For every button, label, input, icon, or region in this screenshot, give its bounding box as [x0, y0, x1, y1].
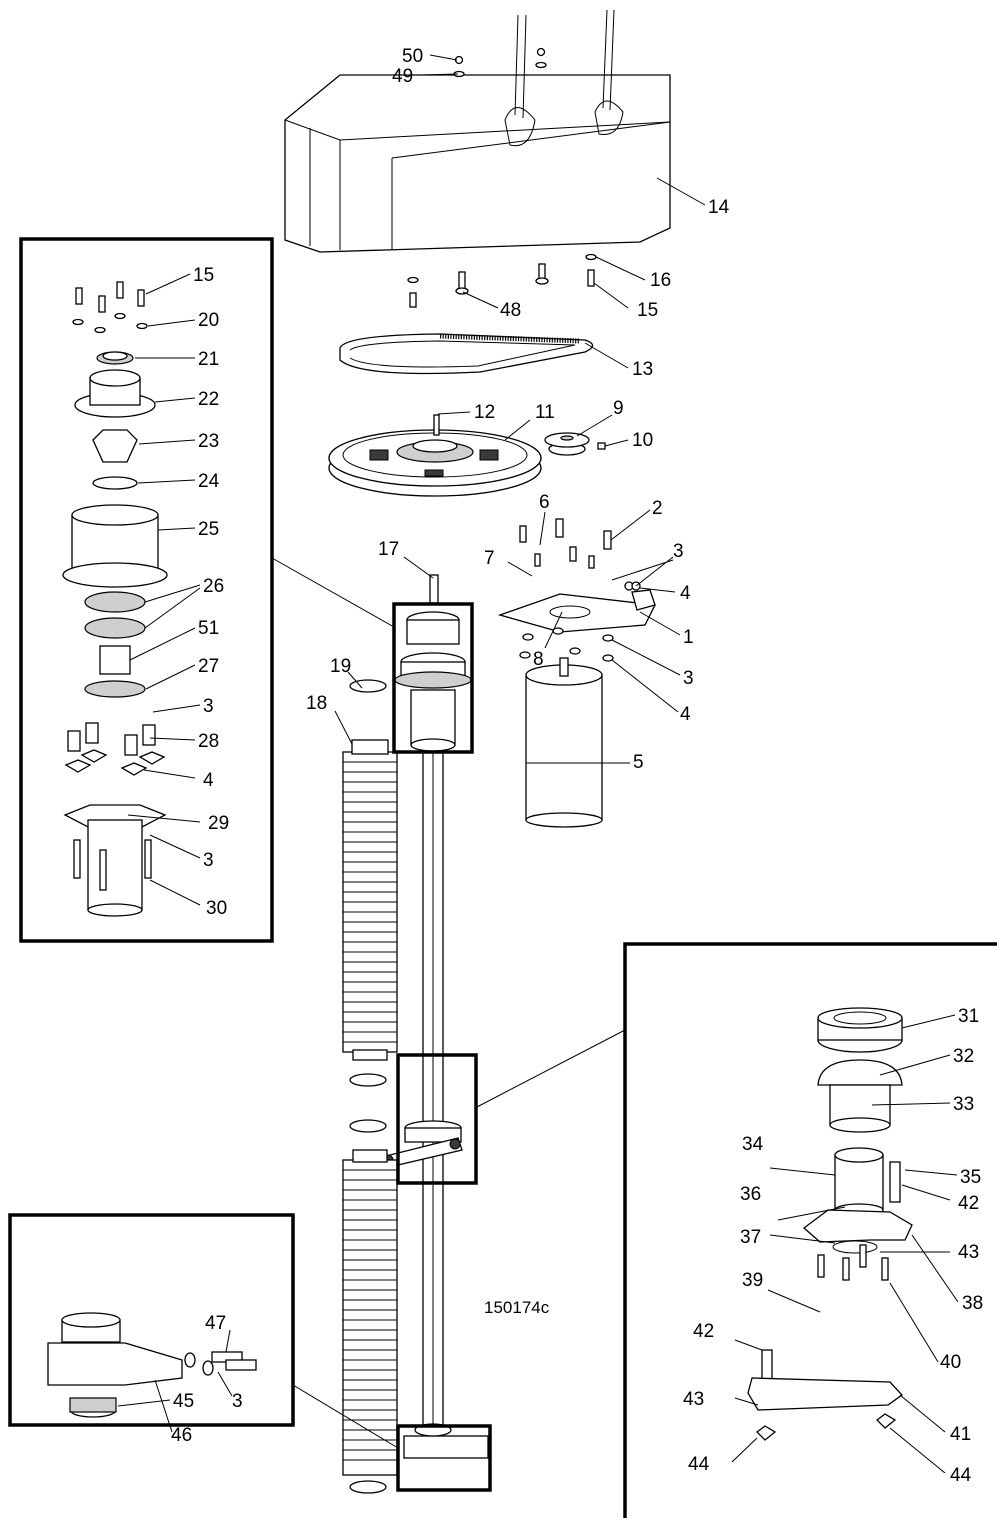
- label-40: 40: [940, 1352, 961, 1373]
- label-12: 12: [474, 402, 495, 423]
- pulley-hub-part9: [544, 432, 606, 456]
- motor: [525, 657, 603, 828]
- upper-bellows-ribs: [343, 761, 397, 1043]
- label-47: 47: [205, 1313, 226, 1334]
- label-26: 26: [203, 576, 224, 597]
- label-3b: 3: [203, 850, 214, 871]
- label-20: 20: [198, 310, 219, 331]
- label-35: 35: [960, 1167, 981, 1188]
- label-45: 45: [173, 1391, 194, 1412]
- detail-box-lower-left: [8, 1213, 295, 1427]
- label-43b: 43: [683, 1389, 704, 1410]
- label-44b: 44: [950, 1465, 972, 1486]
- detail-box-coupling: [396, 1053, 478, 1185]
- label-27: 27: [198, 656, 219, 677]
- label-42a: 42: [958, 1193, 979, 1214]
- label-51: 51: [198, 618, 219, 639]
- label-46: 46: [171, 1425, 192, 1446]
- label-41: 41: [950, 1424, 971, 1445]
- label-19: 19: [330, 656, 351, 677]
- label-31: 31: [958, 1006, 979, 1027]
- label-23: 23: [198, 431, 219, 452]
- lower-bellows-ribs: [343, 1169, 397, 1461]
- label-3e: 3: [232, 1391, 243, 1412]
- label-30: 30: [206, 898, 227, 919]
- drive-belt: [339, 333, 594, 375]
- label-4b: 4: [680, 583, 691, 604]
- label-36: 36: [740, 1184, 761, 1205]
- label-43a: 43: [958, 1242, 979, 1263]
- drawing-id: 150174c: [484, 1298, 550, 1317]
- label-32: 32: [953, 1046, 974, 1067]
- cover-assembly: [284, 9, 671, 253]
- label-39: 39: [742, 1270, 763, 1291]
- label-leaders: [117, 54, 959, 1474]
- upper-bellows: [342, 679, 398, 1133]
- detail-box-base: [396, 1424, 492, 1492]
- label-6: 6: [539, 492, 550, 513]
- pulley: [328, 414, 542, 497]
- label-3c: 3: [673, 541, 684, 562]
- label-13: 13: [632, 359, 653, 380]
- cover-screws: [407, 253, 597, 308]
- label-2: 2: [652, 498, 663, 519]
- label-9: 9: [613, 398, 624, 419]
- label-1: 1: [683, 627, 694, 648]
- label-4a: 4: [203, 770, 214, 791]
- lower-bellows: [342, 1149, 398, 1494]
- detail-leader-base: [292, 1384, 399, 1449]
- label-22: 22: [198, 389, 219, 410]
- label-44a: 44: [688, 1454, 710, 1475]
- label-14: 14: [708, 197, 730, 218]
- label-3a: 3: [203, 696, 214, 717]
- label-15b: 15: [637, 300, 658, 321]
- central-column: [376, 574, 489, 1459]
- upper-detail-parts: [62, 281, 168, 917]
- label-28: 28: [198, 731, 219, 752]
- label-33: 33: [953, 1094, 974, 1115]
- detail-leader-coupling: [474, 1029, 626, 1109]
- label-16: 16: [650, 270, 671, 291]
- label-24: 24: [198, 471, 220, 492]
- detail-leader-upper: [271, 557, 395, 628]
- detail-box-lower-right: [623, 942, 997, 1518]
- label-11: 11: [535, 402, 555, 423]
- label-7: 7: [484, 548, 495, 569]
- label-29: 29: [208, 813, 229, 834]
- motor-bracket: [497, 518, 656, 662]
- label-8: 8: [533, 649, 544, 670]
- label-38: 38: [962, 1293, 983, 1314]
- label-3d: 3: [683, 668, 694, 689]
- label-37: 37: [740, 1227, 761, 1248]
- label-50: 50: [402, 46, 423, 67]
- label-5: 5: [633, 752, 644, 773]
- label-49: 49: [392, 66, 413, 87]
- label-18: 18: [306, 693, 327, 714]
- label-17: 17: [378, 539, 399, 560]
- label-10: 10: [632, 430, 653, 451]
- label-48: 48: [500, 300, 521, 321]
- label-4c: 4: [680, 704, 691, 725]
- part-number-labels: 50 49 14 15 20 21 22 23 24 25 26 51 27 3…: [171, 46, 983, 1486]
- label-15a: 15: [193, 265, 214, 286]
- label-21: 21: [198, 349, 219, 370]
- detail-box-upper-left: [19, 237, 274, 943]
- coupling-detail-parts: [747, 1007, 913, 1441]
- label-34: 34: [742, 1134, 764, 1155]
- detail-box-drive-head: [392, 602, 474, 754]
- label-42b: 42: [693, 1321, 714, 1342]
- base-detail-parts: [47, 1312, 257, 1418]
- label-25: 25: [198, 519, 219, 540]
